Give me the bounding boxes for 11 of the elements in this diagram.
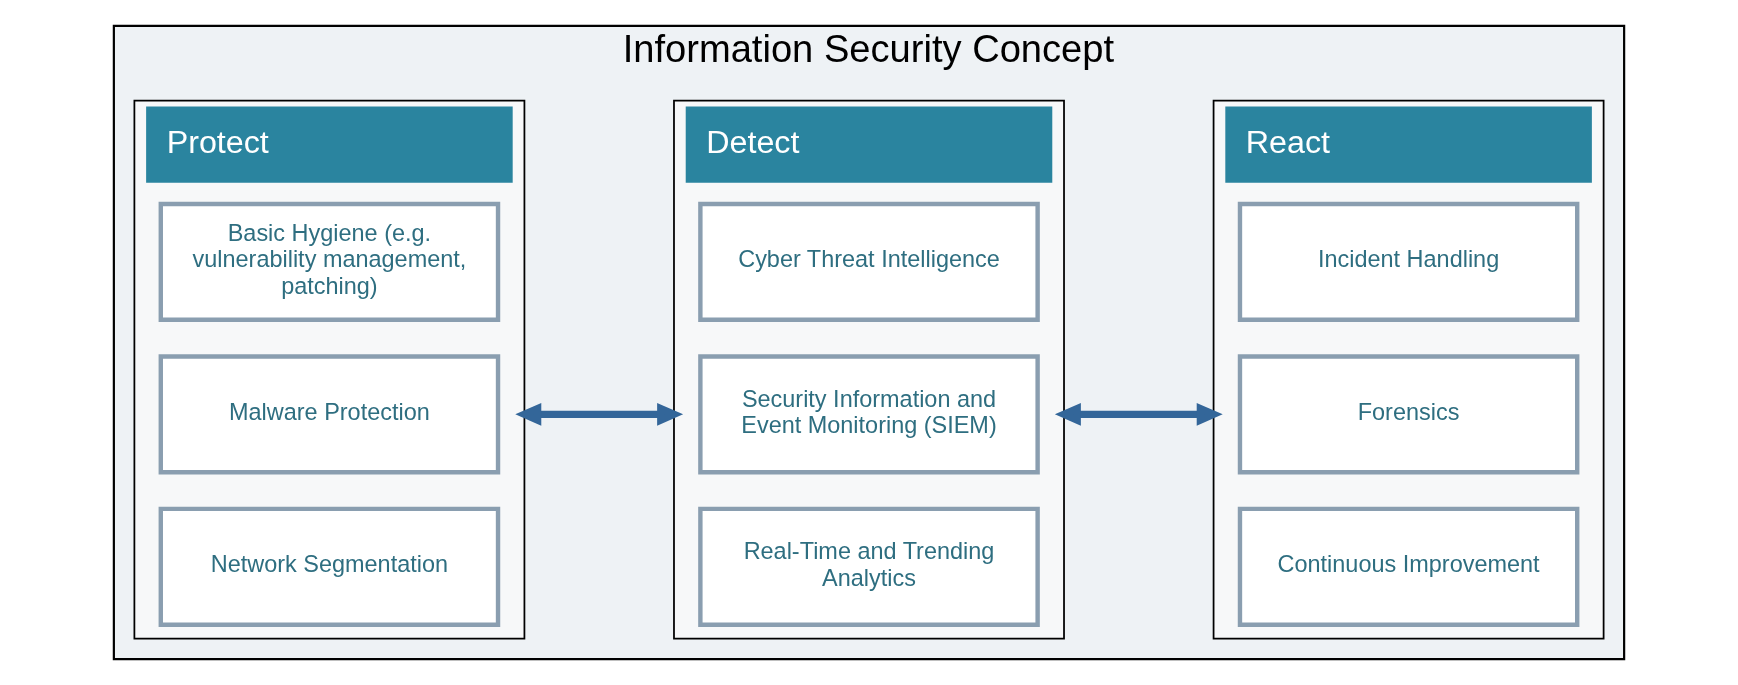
node-box: Malware Protection (158, 354, 501, 475)
node-box: Forensics (1237, 354, 1580, 475)
node-box: Basic Hygiene (e.g. vulnerability management, patching) (158, 201, 501, 322)
node-box: Continuous Improvement (1237, 506, 1580, 627)
arrow (515, 402, 684, 426)
node-box: Incident Handling (1237, 201, 1580, 322)
arrow (1054, 402, 1223, 426)
node-box: Real-Time and Trending Analytics (698, 506, 1040, 627)
node-box: Network Segmentation (158, 506, 501, 627)
node-box: Security Information and Event Monitoring (SIEM) (698, 354, 1040, 475)
node-box: Cyber Threat Intelligence (698, 201, 1040, 322)
